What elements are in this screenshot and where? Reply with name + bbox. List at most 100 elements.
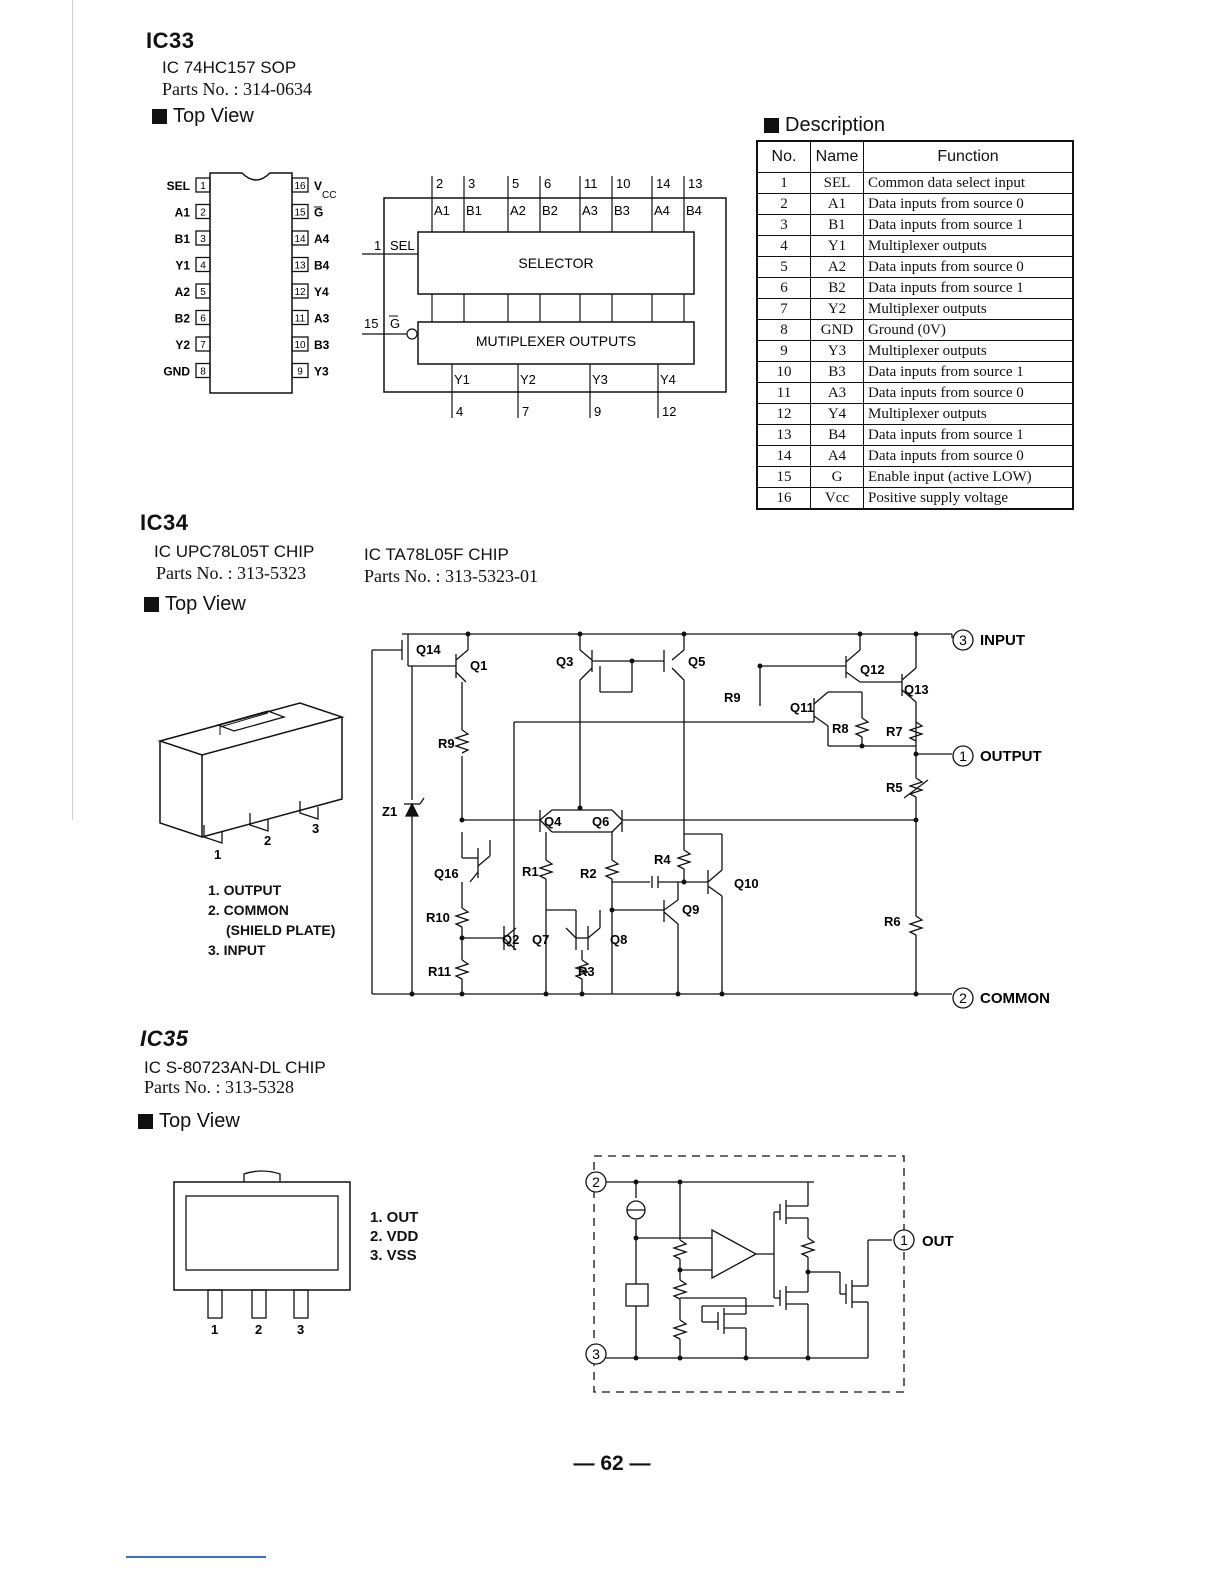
- cell-name: SEL: [810, 172, 864, 194]
- square-bullet-icon: [144, 597, 159, 612]
- ic35-parts-no: Parts No. : 313-5328: [144, 1077, 294, 1097]
- cell-function: Positive supply voltage: [863, 487, 1074, 510]
- cell-no: 10: [756, 361, 811, 383]
- cell-no: 15: [756, 466, 811, 488]
- ic33-top-view: Top View: [152, 105, 254, 128]
- cell-no: 1: [756, 172, 811, 194]
- ic34-parts-no-b: Parts No. : 313-5323-01: [364, 566, 538, 586]
- ic35-node-3: 3: [592, 1346, 600, 1362]
- schematic-component-label: R3: [578, 964, 595, 979]
- schematic-component-label: Q12: [860, 662, 885, 677]
- col-function: Function: [863, 140, 1074, 173]
- schematic-component-label: Q8: [610, 932, 627, 947]
- block-input-label: A3: [582, 203, 598, 218]
- schematic-component-label: Q6: [592, 814, 609, 829]
- ic34-pin-3: 3. INPUT: [208, 942, 266, 958]
- dip-pin-label-right: Y3: [314, 365, 329, 379]
- cell-name: Y2: [810, 298, 864, 320]
- ic34-pkg-pin-3: 3: [312, 821, 319, 836]
- cell-name: A2: [810, 256, 864, 278]
- vcc-subscript: CC: [322, 190, 336, 201]
- cell-name: A3: [810, 382, 864, 404]
- cell-name: Y4: [810, 403, 864, 425]
- input-node-number: 3: [959, 632, 967, 648]
- cell-function: Data inputs from source 0: [863, 193, 1074, 215]
- dip-pin-number-left: 5: [200, 287, 206, 298]
- dip-pin-number-left: 8: [200, 367, 206, 378]
- sel-pin-label: SEL: [390, 238, 415, 253]
- block-output-label: Y2: [520, 372, 536, 387]
- cell-no: 14: [756, 445, 811, 467]
- cell-name: A4: [810, 445, 864, 467]
- cell-function: Ground (0V): [863, 319, 1074, 341]
- common-terminal-label: COMMON: [980, 990, 1050, 1007]
- cell-name: GND: [810, 319, 864, 341]
- ic33-parts-no: Parts No. : 314-0634: [162, 79, 312, 99]
- ic35-pkg-pin-2: 2: [255, 1322, 262, 1337]
- cell-name: A1: [810, 193, 864, 215]
- schematic-component-label: R9: [724, 690, 741, 705]
- block-output-pin: 7: [522, 404, 529, 419]
- schematic-component-label: R2: [580, 866, 597, 881]
- dip-pin-label-left: Y1: [175, 259, 190, 273]
- dip-pin-label-right: A4: [314, 232, 330, 246]
- schematic-component-label: Q5: [688, 654, 705, 669]
- ic35-top-view: Top View: [138, 1110, 240, 1133]
- square-bullet-icon: [152, 109, 167, 124]
- schematic-component-label: Q13: [904, 682, 929, 697]
- block-top-pin: 2: [436, 176, 443, 191]
- dip-pin-number-right: 12: [294, 287, 306, 298]
- dip-pin-number-right: 13: [294, 261, 306, 272]
- cell-no: 3: [756, 214, 811, 236]
- ic34-pin-2: 2. COMMON: [208, 902, 289, 918]
- dip-pin-number-left: 4: [200, 261, 206, 272]
- schematic-component-label: R11: [428, 964, 451, 979]
- output-terminal-label: OUTPUT: [980, 748, 1042, 765]
- ic35-part: IC S-80723AN-DL CHIP: [144, 1058, 326, 1077]
- block-output-label: Y4: [660, 372, 676, 387]
- cell-function: Enable input (active LOW): [863, 466, 1074, 488]
- ic35-pin-3: 3. VSS: [370, 1247, 417, 1264]
- cell-function: Data inputs from source 0: [863, 445, 1074, 467]
- dip-pin-label-left: GND: [163, 365, 190, 379]
- ic33-top-view-label: Top View: [173, 105, 254, 127]
- dip-pin-label-right: B3: [314, 338, 330, 352]
- block-top-pin: 6: [544, 176, 551, 191]
- schematic-component-label: Q1: [470, 658, 487, 673]
- square-bullet-icon: [764, 118, 779, 133]
- table-header-row: No. Name Function: [756, 140, 1074, 173]
- schematic-component-label: R1: [522, 864, 539, 879]
- block-top-pin: 5: [512, 176, 519, 191]
- ic35-pin-list: 1. OUT 2. VDD 3. VSS: [370, 1208, 418, 1265]
- g-pin-number: 15: [364, 316, 378, 331]
- dip-pin-label-right: B4: [314, 259, 330, 273]
- block-top-pin: 13: [688, 176, 702, 191]
- block-input-label: A4: [654, 203, 670, 218]
- output-node-number: 1: [959, 748, 967, 764]
- dip-pin-number-right: 10: [294, 340, 306, 351]
- cell-name: Y1: [810, 235, 864, 257]
- cell-function: Multiplexer outputs: [863, 340, 1074, 362]
- mux-outputs-label: MUTIPLEXER OUTPUTS: [476, 333, 636, 349]
- schematic-component-label: R6: [884, 914, 901, 929]
- ic35-package-drawing: 1 2 3: [173, 1170, 351, 1337]
- dip-pin-number-right: 9: [297, 367, 303, 378]
- ic34-heading: IC34: [140, 510, 189, 535]
- block-top-pin: 14: [656, 176, 670, 191]
- ic34-parts-no-a: Parts No. : 313-5323: [156, 563, 306, 583]
- schematic-component-label: R8: [832, 721, 849, 736]
- schematic-component-label: Q10: [734, 876, 759, 891]
- dip-pin-label-left: A1: [175, 206, 191, 220]
- block-input-label: B3: [614, 203, 630, 218]
- block-output-label: Y3: [592, 372, 608, 387]
